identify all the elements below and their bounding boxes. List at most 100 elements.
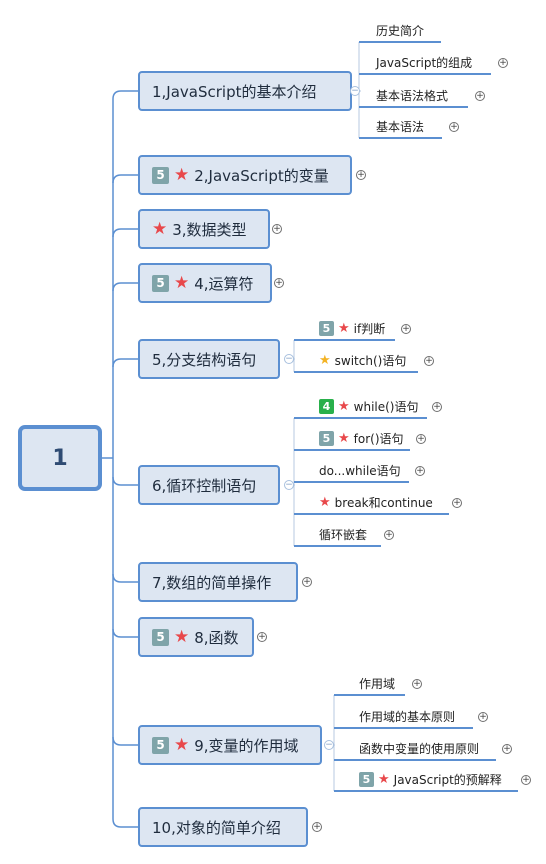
branch-line	[112, 90, 138, 100]
branch-line	[112, 282, 138, 292]
topic-label: 历史简介	[376, 23, 425, 38]
expand-toggle-icon[interactable]: +	[401, 323, 411, 334]
root-topic[interactable]: 1	[18, 425, 102, 491]
branch-line	[112, 476, 138, 486]
topic-node[interactable]: 5 ★8,函数	[138, 617, 254, 657]
topic-node[interactable]: ★3,数据类型	[138, 209, 270, 249]
collapse-toggle-icon[interactable]: −	[324, 739, 334, 750]
expand-toggle-icon[interactable]: +	[312, 821, 322, 832]
star-icon: ★	[152, 218, 168, 239]
priority-badge: 4	[319, 398, 334, 414]
expand-toggle-icon[interactable]: +	[356, 169, 366, 180]
star-icon: ★	[174, 164, 190, 185]
subtopic-node[interactable]: 4★while()语句	[319, 395, 419, 417]
branch-line	[112, 228, 138, 238]
branch-line	[112, 628, 138, 638]
star-icon: ★	[378, 771, 390, 787]
expand-toggle-icon[interactable]: +	[412, 678, 422, 689]
star-icon: ★	[174, 734, 190, 755]
subtopic-node[interactable]: 5★for()语句	[319, 427, 404, 449]
expand-toggle-icon[interactable]: +	[475, 90, 485, 101]
topic-node[interactable]: 6,循环控制语句	[138, 465, 280, 505]
topic-label: JavaScript的组成	[376, 55, 473, 70]
expand-toggle-icon[interactable]: +	[384, 529, 394, 540]
topic-label: switch()语句	[334, 353, 407, 368]
subtopic-node[interactable]: ★switch()语句	[319, 349, 406, 371]
topic-label: JavaScript的预解释	[393, 772, 502, 787]
subtopic-node[interactable]: do...while语句	[319, 459, 401, 481]
collapse-toggle-icon[interactable]: −	[284, 479, 294, 490]
subtopic-node[interactable]: 循环嵌套	[319, 523, 367, 545]
expand-toggle-icon[interactable]: +	[424, 355, 434, 366]
priority-badge: 5	[152, 166, 169, 184]
topic-label: 基本语法格式	[376, 88, 449, 103]
priority-badge: 5	[152, 628, 169, 646]
topic-label: while()语句	[353, 399, 419, 414]
topic-label: 循环嵌套	[319, 527, 368, 542]
collapse-toggle-icon[interactable]: −	[284, 353, 294, 364]
subtopic-node[interactable]: 5★if判断	[319, 317, 385, 339]
topic-label: 5,分支结构语句	[152, 350, 257, 369]
priority-badge: 5	[359, 771, 374, 787]
topic-node[interactable]: 7,数组的简单操作	[138, 562, 298, 602]
expand-toggle-icon[interactable]: +	[502, 743, 512, 754]
expand-toggle-icon[interactable]: +	[432, 401, 442, 412]
expand-toggle-icon[interactable]: +	[478, 711, 488, 722]
topic-label: 2,JavaScript的变量	[194, 166, 329, 185]
priority-badge: 5	[152, 736, 169, 754]
topic-label: 基本语法	[376, 119, 425, 134]
topic-label: for()语句	[353, 431, 404, 446]
expand-toggle-icon[interactable]: +	[274, 277, 284, 288]
branch-line	[112, 736, 138, 746]
topic-label: 作用域	[359, 676, 396, 691]
topic-node[interactable]: 10,对象的简单介绍	[138, 807, 308, 847]
topic-node[interactable]: 5★4,运算符	[138, 263, 272, 303]
topic-node[interactable]: 5,分支结构语句	[138, 339, 280, 379]
expand-toggle-icon[interactable]: +	[521, 774, 531, 785]
expand-toggle-icon[interactable]: +	[272, 223, 282, 234]
expand-toggle-icon[interactable]: +	[498, 57, 508, 68]
topic-label: 4,运算符	[194, 274, 254, 293]
subtopic-node[interactable]: ★break和continue	[319, 491, 433, 513]
priority-badge: 5	[319, 430, 334, 446]
topic-node[interactable]: 5 ★9,变量的作用域	[138, 725, 322, 765]
topic-label: 函数中变量的使用原则	[359, 741, 480, 756]
topic-label: break和continue	[334, 495, 433, 510]
star-icon: ★	[338, 320, 350, 336]
subtopic-node[interactable]: JavaScript的组成	[376, 51, 472, 73]
subtopic-node[interactable]: 历史简介	[376, 19, 424, 41]
star-icon: ★	[319, 494, 331, 510]
star-icon: ★	[174, 626, 190, 647]
expand-toggle-icon[interactable]: +	[449, 121, 459, 132]
star-icon: ★	[338, 398, 350, 414]
subtopic-node[interactable]: 作用域	[359, 672, 395, 694]
subtopic-node[interactable]: 函数中变量的使用原则	[359, 737, 479, 759]
subtopic-node[interactable]: 基本语法格式	[376, 84, 448, 106]
branch-line	[112, 358, 138, 368]
topic-label: 7,数组的简单操作	[152, 573, 272, 592]
expand-toggle-icon[interactable]: +	[452, 497, 462, 508]
topic-label: 9,变量的作用域	[194, 736, 299, 755]
expand-toggle-icon[interactable]: +	[257, 631, 267, 642]
topic-node[interactable]: 1,JavaScript的基本介绍	[138, 71, 352, 111]
expand-toggle-icon[interactable]: +	[415, 465, 425, 476]
subtopic-node[interactable]: 作用域的基本原则	[359, 705, 455, 727]
expand-toggle-icon[interactable]: +	[302, 576, 312, 587]
subtopic-node[interactable]: 基本语法	[376, 115, 424, 137]
collapse-toggle-icon[interactable]: −	[350, 85, 360, 96]
topic-label: if判断	[353, 321, 386, 336]
topic-label: 10,对象的简单介绍	[152, 818, 281, 837]
topic-label: 3,数据类型	[172, 220, 247, 239]
branch-line	[112, 818, 138, 828]
expand-toggle-icon[interactable]: +	[416, 433, 426, 444]
star-icon: ★	[338, 430, 350, 446]
priority-badge: 5	[319, 320, 334, 336]
star-icon: ★	[319, 352, 331, 368]
topic-label: 作用域的基本原则	[359, 709, 456, 724]
topic-node[interactable]: 5 ★2,JavaScript的变量	[138, 155, 352, 195]
priority-badge: 5	[152, 274, 169, 292]
topic-label: 1,JavaScript的基本介绍	[152, 82, 317, 101]
subtopic-node[interactable]: 5★JavaScript的预解释	[359, 768, 502, 790]
topic-label: 8,函数	[194, 628, 239, 647]
